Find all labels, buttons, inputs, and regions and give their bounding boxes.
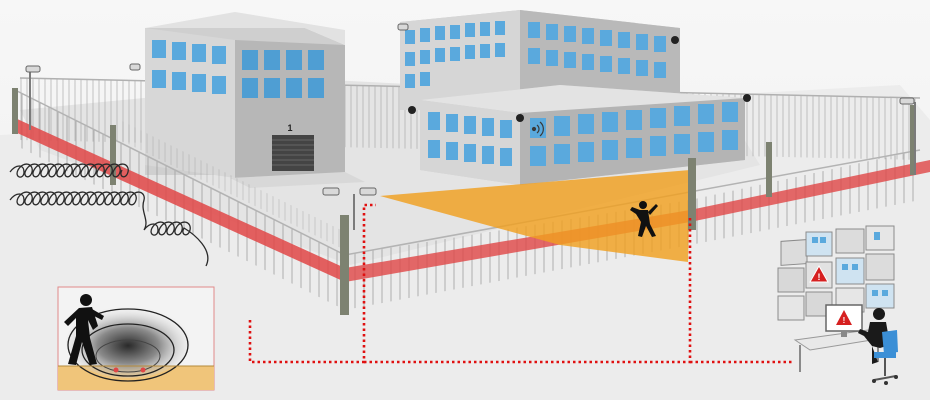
sensor-detail-inset [58,287,214,390]
fence-post [12,88,18,134]
fence-post [766,142,772,197]
svg-text:!: ! [843,316,846,325]
fence-post [340,215,349,315]
svg-text:!: ! [818,272,821,282]
building-number: 1 [287,123,292,133]
